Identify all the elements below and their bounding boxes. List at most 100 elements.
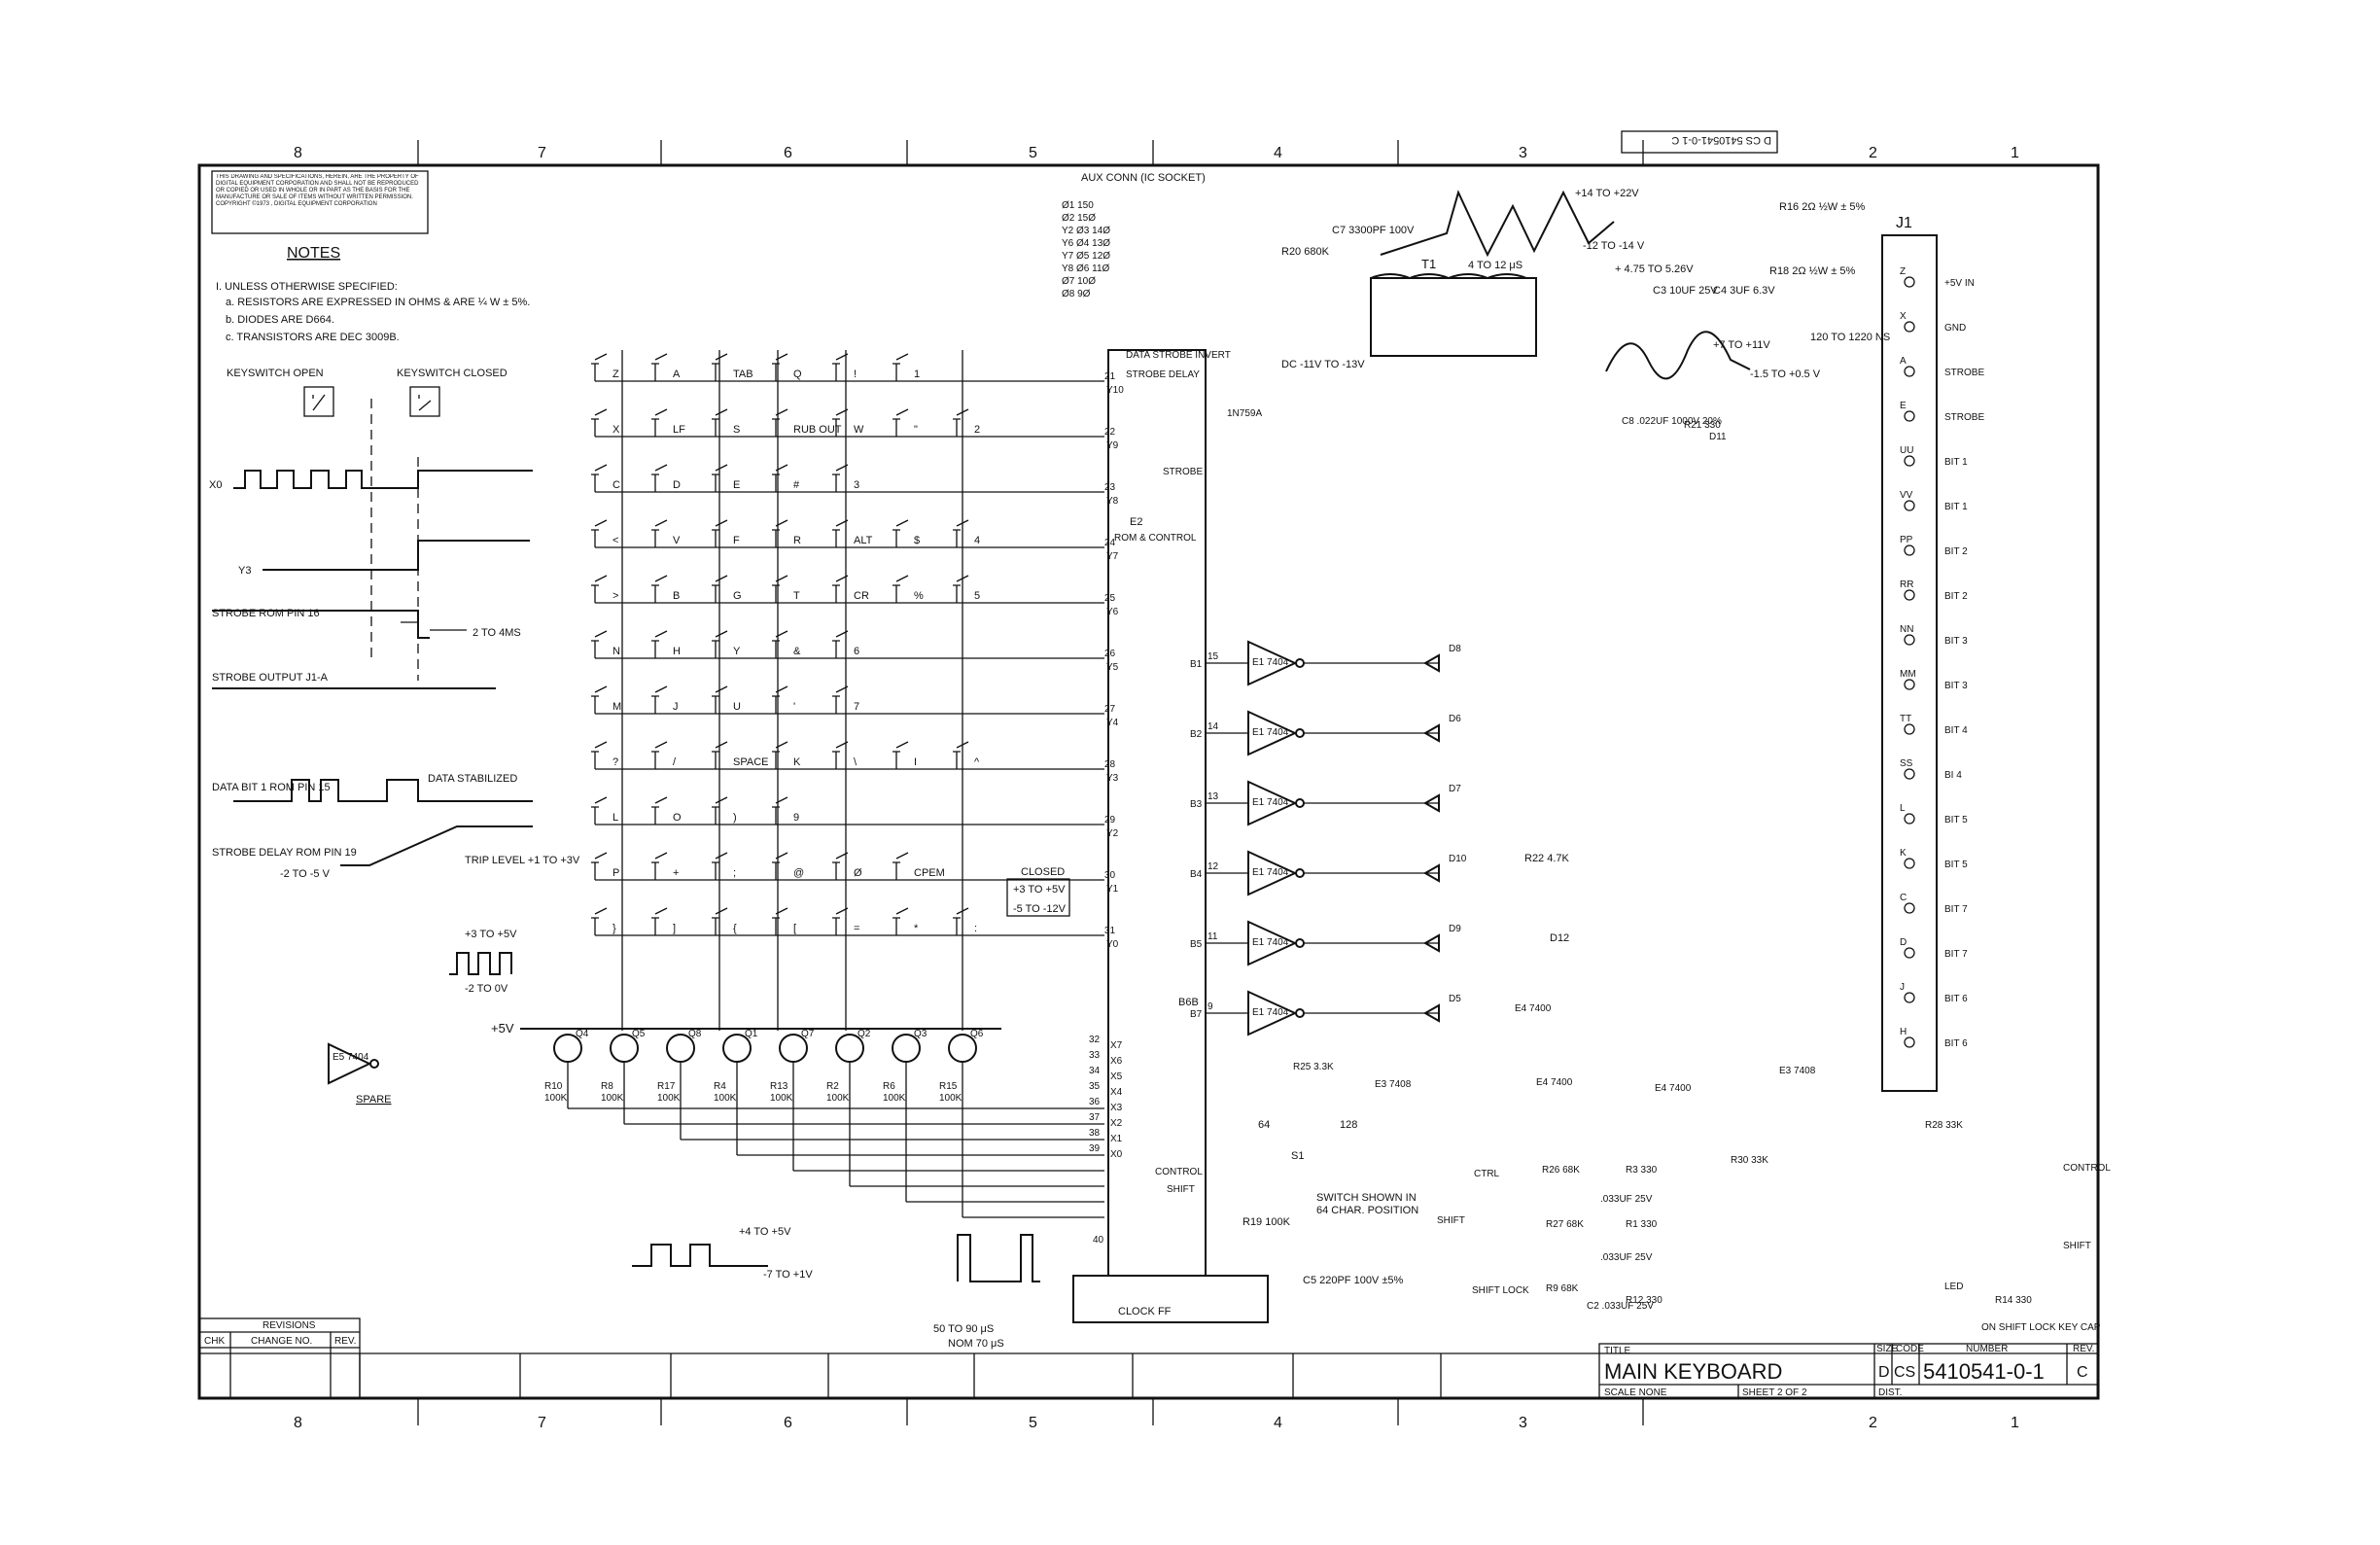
keyswitch-symbol [712,741,728,769]
row-pin: 22 [1104,427,1116,438]
j1-pin [1904,634,1915,646]
key-label: 6 [854,646,859,657]
key-label: S [733,424,740,436]
j1-signal: BIT 2 [1944,546,1968,557]
keyswitch-legend: KEYSWITCH OPEN KEYSWITCH CLOSED [227,368,508,417]
bit-input-pin: 13 [1208,791,1219,802]
j1-pin-id: A [1900,356,1907,367]
x-pin-number: 38 [1089,1128,1101,1139]
buffer-gate [1247,710,1298,756]
j1-pin-id: K [1900,848,1907,859]
keyswitch-symbol [953,741,969,769]
zone-label: 3 [1519,1415,1527,1431]
r27-label: R27 68K [1546,1219,1584,1230]
r22-label: R22 4.7K [1524,853,1570,864]
keyswitch-symbol [772,464,788,492]
closed-low-label: -5 TO -12V [1013,903,1067,915]
resistor-value: 100K [657,1093,681,1104]
j1-pin [1904,455,1915,467]
timing-neg-level-label: -2 TO -5 V [280,868,331,880]
key-label: I [914,756,917,768]
aux-conn-row: Y6 Ø4 13Ø [1062,238,1110,249]
clock-period: 50 TO 90 μS [933,1323,994,1335]
key-label: CPEM [914,867,945,879]
j1-signal: BI 4 [1944,770,1962,781]
bit-input-label: B2 [1190,729,1203,740]
keyswitch-symbol [591,464,608,492]
x-pin-label: X0 [1110,1149,1123,1160]
r9-label: R9 68K [1546,1283,1579,1294]
buffer-label: E1 7404 [1252,657,1289,668]
keyswitch-symbol [651,464,668,492]
key-label: ^ [974,756,980,768]
j1-pin-id: C [1900,893,1907,903]
x-pin-number: 34 [1089,1066,1101,1076]
clock-section: 50 TO 90 μS NOM 70 μS CLOCK FF R19 100K … [933,1216,1403,1350]
keyswitch-symbol [651,408,668,437]
diode-symbol [1422,653,1440,673]
keyswitch-symbol [712,408,728,437]
j1-signal: BIT 2 [1944,591,1968,602]
j1-signal: BIT 5 [1944,860,1968,870]
out-control-label: CONTROL [2063,1163,2111,1174]
note-line: c. TRANSISTORS ARE DEC 3009B. [226,332,400,343]
e4c-label: E4 7400 [1655,1083,1692,1094]
supply-c3: C3 10UF 25V [1653,285,1718,297]
keyswitch-symbol [651,630,668,658]
supply-m12: -12 TO -14 V [1583,240,1645,252]
timing-y3-label: Y3 [238,565,251,577]
key-label: ) [733,812,737,824]
keyswitch-symbol [712,575,728,603]
diode-symbol [1422,1003,1440,1023]
zone-label: 1 [2011,1415,2019,1431]
transformer-t1: T1 [1421,257,1436,271]
aux-conn-row: Y7 Ø5 12Ø [1062,251,1110,262]
rev-label: REV. [2073,1344,2094,1354]
keyswitch-symbol [712,907,728,935]
supply-r21: R21 330 [1684,420,1721,431]
resistor-label: R6 [883,1081,895,1092]
j1-pin-id: L [1900,803,1906,814]
j1-signal: BIT 4 [1944,725,1968,736]
keyswitch-symbol [772,796,788,825]
key-label: SPACE [733,756,768,768]
bit-input-pin: 14 [1208,721,1219,732]
r12-label: R12 330 [1626,1295,1662,1306]
keyswitch-symbol [892,353,909,381]
bit-input-label: B3 [1190,799,1203,810]
resistor-label: R10 [544,1081,563,1092]
drawing-number-stamp: D CS 5410541-0-1 C [1621,130,1778,154]
zone-label: 5 [1029,1415,1037,1431]
key-label: + [673,867,679,879]
transistor-label: Q8 [688,1029,702,1039]
row-pin: 25 [1104,593,1116,604]
key-label: M [612,701,621,713]
j1-pin [1904,723,1915,735]
keyswitch-symbol [651,575,668,603]
row-pin: 30 [1104,870,1116,881]
j1-pin-id: NN [1900,624,1913,635]
row-pin: 28 [1104,759,1116,770]
keyswitch-symbol [953,575,969,603]
rom-ref: E2 [1130,516,1142,528]
svg-text:D CS 5410541-0-1 C: D CS 5410541-0-1 C [1671,134,1771,146]
supply-c8: C8 .022UF 1000V 20% [1622,416,1722,427]
s1-label: S1 [1291,1150,1304,1162]
key-label: 1 [914,369,920,380]
j1-pin-id: D [1900,937,1907,948]
resistor-label: R17 [657,1081,676,1092]
drawing-title: MAIN KEYBOARD [1604,1359,1782,1384]
revisions-col-rev: REV. [334,1336,356,1347]
r26-label: R26 68K [1542,1165,1580,1176]
number-label: NUMBER [1966,1344,2008,1354]
row-y-label: Y10 [1106,385,1124,396]
j1-pin [1904,1036,1915,1048]
keyswitch-symbol [892,408,909,437]
keyswitch-symbol [772,353,788,381]
pulse-low-label: -2 TO 0V [465,983,508,995]
key-label: % [914,590,924,602]
keyswitch-symbol [712,464,728,492]
title-block-grid [359,1353,1442,1398]
